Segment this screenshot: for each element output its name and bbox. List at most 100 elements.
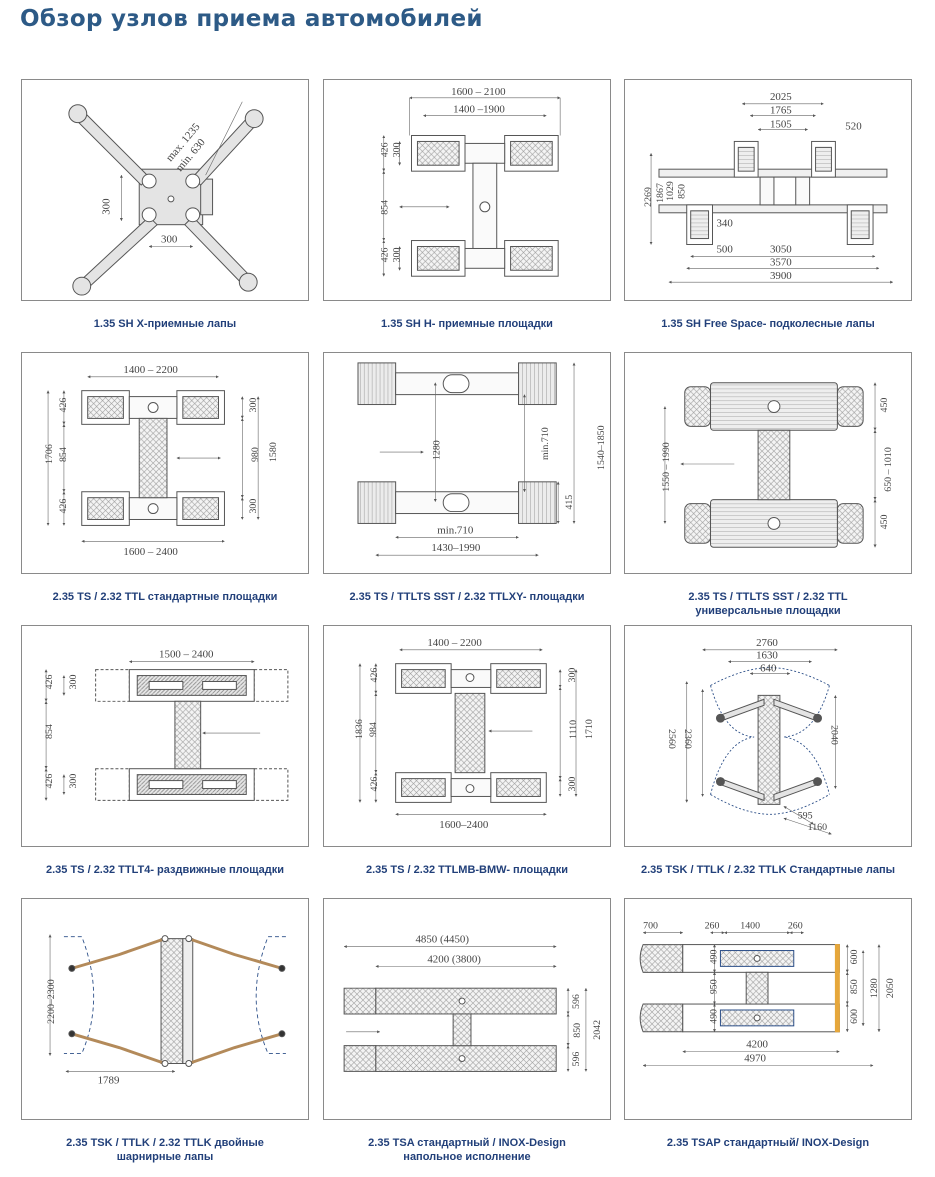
diagram-panel-tsk-standard-arms: 2760 1630 640 2560 2360 2040 595 1160 bbox=[624, 625, 912, 847]
dim-426-bottom: 426 bbox=[58, 499, 69, 514]
dim-pad-height: 300 bbox=[101, 198, 113, 215]
dim-490-top: 490 bbox=[708, 950, 719, 965]
dim-300-bottom: 300 bbox=[68, 774, 79, 789]
dim-2040: 2040 bbox=[828, 725, 839, 745]
dim-3570: 3570 bbox=[770, 256, 792, 268]
dim-1789: 1789 bbox=[98, 1074, 120, 1086]
dim-950: 950 bbox=[708, 979, 719, 994]
dim-426-bottom: 426 bbox=[44, 774, 55, 789]
dim-260-right: 260 bbox=[788, 921, 803, 932]
dim-600-bottom: 600 bbox=[849, 1009, 860, 1024]
dim-3900: 3900 bbox=[770, 270, 792, 282]
dim-4850: 4850 (4450) bbox=[415, 934, 469, 946]
dim-300-top: 300 bbox=[248, 398, 259, 413]
dim-min710-vert: min.710 bbox=[540, 427, 551, 460]
dim-bottom-width: 1600 – 2400 bbox=[123, 546, 178, 558]
dim-854: 854 bbox=[44, 724, 55, 739]
dim-2025: 2025 bbox=[770, 91, 792, 103]
diagram-panel-sh-h-platforms: 1600 – 2100 1400 –1900 426 300 854 426 3… bbox=[323, 79, 611, 301]
dim-1505: 1505 bbox=[770, 119, 792, 131]
dim-bottom-pad: 426 bbox=[380, 247, 391, 262]
dim-426-top: 426 bbox=[58, 398, 69, 413]
dim-300-top: 300 bbox=[68, 675, 79, 690]
dim-3050: 3050 bbox=[770, 243, 792, 255]
dim-500: 500 bbox=[716, 243, 733, 255]
dim-340: 340 bbox=[716, 218, 733, 230]
caption-sh-free-space: 1.35 SH Free Space- подколесные лапы bbox=[661, 318, 875, 330]
dim-450-bottom: 450 bbox=[879, 515, 890, 530]
caption-ts-standard: 2.35 TS / 2.32 TTL стандартные площадки bbox=[52, 591, 278, 603]
dim-1500-2400: 1500 – 2400 bbox=[159, 649, 214, 661]
dim-1867: 1867 bbox=[655, 183, 666, 203]
dim-2200-2300: 2200–2300 bbox=[46, 979, 57, 1024]
dim-1280: 1280 bbox=[431, 440, 442, 460]
dim-596-top: 596 bbox=[571, 994, 582, 1009]
dim-1706: 1706 bbox=[44, 444, 55, 464]
dim-4970: 4970 bbox=[744, 1053, 766, 1065]
dim-850: 850 bbox=[572, 1023, 583, 1038]
dim-650-1010: 650 – 1010 bbox=[883, 447, 894, 492]
dim-4200: 4200 (3800) bbox=[427, 953, 481, 965]
dim-1836: 1836 bbox=[354, 719, 365, 739]
dim-bottom-inner: 300 bbox=[392, 247, 403, 262]
dim-300-bottom: 300 bbox=[248, 499, 259, 514]
dim-1160: 1160 bbox=[808, 822, 827, 833]
dim-top-width: 1400 – 2200 bbox=[427, 637, 482, 649]
dim-1550-1990: 1550 – 1990 bbox=[661, 442, 672, 492]
dim-426-top: 426 bbox=[44, 675, 55, 690]
dim-4200: 4200 bbox=[746, 1039, 768, 1051]
dim-pad-width: 300 bbox=[161, 234, 178, 246]
dim-2760: 2760 bbox=[756, 637, 778, 649]
dim-1710: 1710 bbox=[584, 719, 595, 739]
dim-top-inner: 300 bbox=[392, 142, 403, 157]
dim-415: 415 bbox=[564, 495, 575, 510]
dim-top-width: 1400 – 2200 bbox=[123, 364, 178, 376]
dim-640: 640 bbox=[760, 663, 777, 675]
dim-984: 984 bbox=[368, 722, 379, 737]
dim-bottom-width: 1600–2400 bbox=[439, 819, 489, 831]
dim-595: 595 bbox=[798, 810, 813, 821]
dim-1540-1850: 1540–1850 bbox=[596, 425, 607, 470]
caption-sh-x-arms: 1.35 SH X-приемные лапы bbox=[93, 318, 237, 330]
dim-1400: 1400 bbox=[740, 921, 760, 932]
dim-1029: 1029 bbox=[665, 181, 676, 201]
dim-min710-horiz: min.710 bbox=[437, 524, 474, 536]
dim-top-pad: 426 bbox=[380, 142, 391, 157]
caption-tsk-standard-arms: 2.35 TSK / TTLK / 2.32 TTLK Стандартные … bbox=[640, 864, 896, 876]
dim-426-bottom: 426 bbox=[369, 777, 380, 792]
dim-260-left: 260 bbox=[705, 921, 720, 932]
dim-854: 854 bbox=[58, 447, 69, 462]
dim-596-bottom: 596 bbox=[571, 1052, 582, 1067]
caption-ts-xy: 2.35 TS / TTLTS SST / 2.32 TTLXY- площад… bbox=[349, 591, 585, 603]
dim-980: 980 bbox=[250, 447, 261, 462]
caption-ts-mb-bmw: 2.35 TS / 2.32 TTLMB-BMW- площадки bbox=[365, 864, 569, 876]
dim-700: 700 bbox=[643, 921, 658, 932]
diagram-panel-tsa-floor: 4850 (4450) 4200 (3800) 596 850 2042 596 bbox=[323, 898, 611, 1120]
diagram-panel-tsk-double-arms: 2200–2300 1789 bbox=[21, 898, 309, 1120]
dim-1430-1990: 1430–1990 bbox=[431, 542, 481, 554]
dim-2042: 2042 bbox=[592, 1020, 603, 1040]
diagram-panel-tsap: 700 260 1400 260 490 950 490 600 1280 85… bbox=[624, 898, 912, 1120]
dim-outer-width: 1600 – 2100 bbox=[451, 86, 506, 98]
dim-850: 850 bbox=[677, 184, 688, 199]
dim-2050: 2050 bbox=[885, 978, 896, 998]
dim-1280: 1280 bbox=[869, 978, 880, 998]
diagram-panel-ts-xy: 1280 min.710 1540–1850 415 min.710 1430–… bbox=[323, 352, 611, 574]
diagram-panel-sh-x-arms: max. 1235 min. 630 300 300 bbox=[21, 79, 309, 301]
dim-1110: 1110 bbox=[568, 720, 579, 739]
dim-2269: 2269 bbox=[643, 187, 654, 207]
diagram-panel-ts-universal: 1550 – 1990 450 650 – 1010 450 bbox=[624, 352, 912, 574]
dim-1630: 1630 bbox=[756, 650, 778, 662]
caption-tsap: 2.35 TSAP стандартный/ INOX-Design bbox=[666, 1137, 870, 1149]
diagram-panel-ts-mb-bmw: 1400 – 2200 426 1836 984 426 300 1110 17… bbox=[323, 625, 611, 847]
dim-850: 850 bbox=[849, 979, 860, 994]
dim-300-top: 300 bbox=[567, 668, 578, 683]
dim-center: 854 bbox=[380, 200, 391, 215]
caption-sh-h-platforms: 1.35 SH H- приемные площадки bbox=[381, 318, 553, 330]
dim-450-top: 450 bbox=[879, 398, 890, 413]
diagram-panel-ts-standard: 1400 – 2200 426 1706 854 426 300 980 158… bbox=[21, 352, 309, 574]
dim-inner-width: 1400 –1900 bbox=[453, 104, 505, 116]
